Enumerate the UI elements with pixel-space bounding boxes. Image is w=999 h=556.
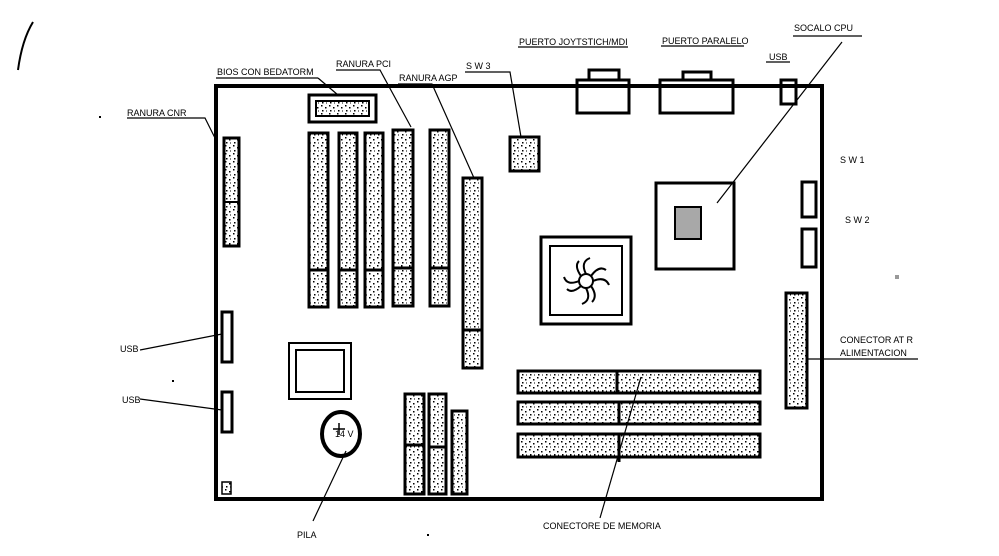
pci-slot — [337, 131, 359, 309]
label-usb-left-1: USB — [120, 344, 139, 354]
pci-slots — [307, 128, 451, 309]
pen-stroke — [17, 21, 34, 71]
label-ranura-cnr: RANURA CNR — [127, 108, 187, 118]
leader-line — [465, 71, 522, 138]
cnr-slot — [222, 136, 241, 248]
usb-left-header-2 — [220, 390, 234, 434]
stray-dot — [99, 116, 101, 118]
ide-connector — [427, 392, 448, 496]
cpu-socket — [654, 181, 736, 271]
label-pila: PILA — [297, 530, 317, 540]
usb-left-header-1 — [220, 310, 234, 364]
leader-line — [336, 69, 412, 128]
label-puerto-paralelo: PUERTO PARALELO — [662, 36, 749, 46]
stray-dot — [895, 275, 899, 279]
label-ranura-agp: RANURA AGP — [399, 73, 458, 83]
ide-connectors — [403, 392, 469, 496]
pci-slot — [363, 131, 385, 309]
memory-slot — [516, 400, 762, 426]
floppy-connector — [450, 409, 469, 496]
pci-slot — [391, 128, 415, 308]
label-sw2: S W 2 — [845, 215, 870, 225]
label-puerto-joystick: PUERTO JOYTSTICH/MDI — [519, 37, 628, 47]
battery-voltage-label: 14 V — [335, 429, 354, 439]
label-socalo-cpu: SOCALO CPU — [794, 23, 853, 33]
leader-line — [127, 117, 216, 139]
leader-line — [139, 398, 223, 411]
leader-line — [398, 83, 475, 179]
sw1-switch — [800, 180, 818, 219]
label-usb-top: USB — [769, 52, 788, 62]
leader-line — [312, 450, 347, 522]
leader-line — [599, 376, 642, 519]
sw3-chip — [508, 135, 541, 173]
leader-line — [317, 77, 339, 96]
memory-slot — [516, 432, 762, 462]
stray-dot — [172, 380, 174, 382]
agp-slot — [461, 176, 484, 370]
leader-line — [139, 333, 223, 351]
sw2-switch — [800, 227, 818, 269]
label-conector-at-1: CONECTOR AT R — [840, 335, 914, 345]
chipset — [288, 342, 352, 400]
label-sw3: S W 3 — [466, 61, 491, 71]
ide-connector — [403, 392, 426, 496]
battery: 14 V — [320, 410, 362, 458]
at-power-connector — [784, 291, 809, 410]
pci-slot — [428, 128, 451, 308]
fan-icon — [539, 235, 633, 326]
label-conector-memoria: CONECTORE DE MEMORIA — [543, 521, 661, 531]
label-ranura-pci: RANURA PCI — [336, 59, 391, 69]
joystick-port — [575, 68, 631, 115]
parallel-port — [658, 70, 735, 115]
bios-chip — [307, 93, 378, 124]
label-usb-left-2: USB — [122, 395, 141, 405]
label-bios: BIOS CON BEDATORM — [217, 67, 314, 77]
usb-top-port — [779, 78, 798, 106]
pci-slot — [307, 131, 330, 309]
motherboard-outline — [214, 84, 824, 501]
jumper — [221, 481, 232, 495]
label-conector-at-2: ALIMENTACION — [840, 348, 907, 358]
leader-line — [716, 41, 843, 204]
stray-dot — [427, 534, 429, 536]
label-sw1: S W 1 — [840, 155, 865, 165]
